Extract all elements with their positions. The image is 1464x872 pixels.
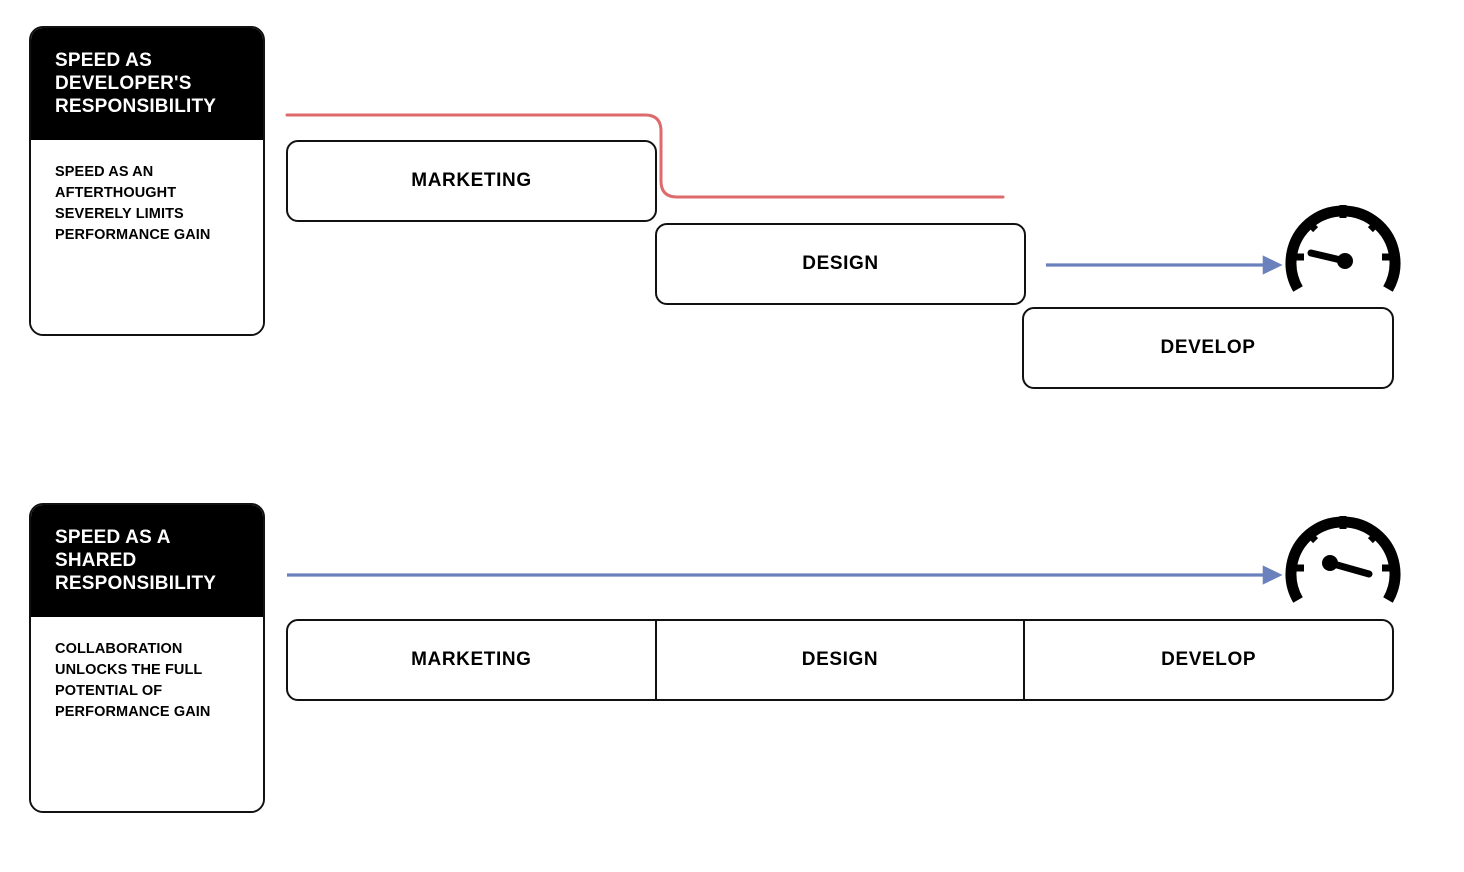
stage-label-develop-top: DEVELOP — [1160, 337, 1256, 358]
stage-label-marketing-top: MARKETING — [411, 170, 532, 191]
stage-label-marketing-bottom: MARKETING — [411, 649, 532, 670]
stage-box-develop-top[interactable]: DEVELOP — [1022, 307, 1394, 389]
stage-box-design-bottom[interactable]: DESIGN — [657, 621, 1026, 699]
info-card-developer-responsibility: SPEED AS DEVELOPER'S RESPONSIBILITY SPEE… — [29, 26, 265, 336]
card-heading-text: SPEED AS A SHARED RESPONSIBILITY — [55, 527, 217, 594]
stage-box-develop-bottom[interactable]: DEVELOP — [1025, 621, 1392, 699]
card-header-developer-responsibility: SPEED AS DEVELOPER'S RESPONSIBILITY — [31, 28, 263, 141]
speedometer-high-icon — [1285, 516, 1401, 603]
card-body-developer-responsibility: SPEED AS AN AFTERTHOUGHT SEVERELY LIMITS… — [31, 140, 263, 334]
stage-box-marketing-bottom[interactable]: MARKETING — [288, 621, 657, 699]
stage-label-design-top: DESIGN — [802, 253, 879, 274]
card-body-shared-responsibility: COLLABORATION UNLOCKS THE FULL POTENTIAL… — [31, 617, 263, 811]
stage-box-design-top[interactable]: DESIGN — [655, 223, 1026, 305]
card-heading-text: SPEED AS DEVELOPER'S RESPONSIBILITY — [55, 50, 217, 117]
speedometer-low-icon — [1285, 205, 1401, 292]
stage-label-design-bottom: DESIGN — [801, 649, 879, 670]
info-card-shared-responsibility: SPEED AS A SHARED RESPONSIBILITY COLLABO… — [29, 503, 265, 813]
stage-row-joined: MARKETING DESIGN DEVELOP — [286, 619, 1394, 701]
stage-box-marketing-top[interactable]: MARKETING — [286, 140, 657, 222]
card-header-shared-responsibility: SPEED AS A SHARED RESPONSIBILITY — [31, 505, 263, 618]
stage-label-develop-bottom: DEVELOP — [1161, 649, 1257, 670]
card-body-text: SPEED AS AN AFTERTHOUGHT SEVERELY LIMITS… — [55, 164, 211, 244]
card-body-text: COLLABORATION UNLOCKS THE FULL POTENTIAL… — [55, 641, 211, 721]
